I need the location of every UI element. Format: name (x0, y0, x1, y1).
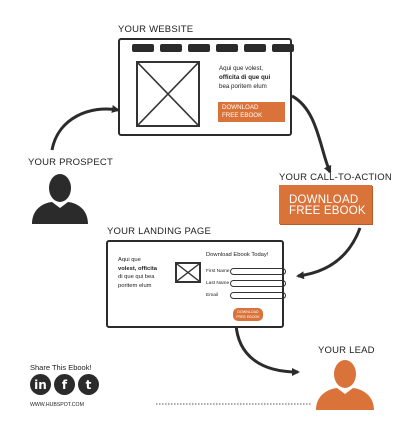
last-name-row: Last Name (206, 280, 286, 287)
landing-form-title: Download Ebook Today! (206, 252, 269, 258)
website-button-line: DOWNLOAD (222, 104, 259, 111)
website-text-line: bea poritem elum (219, 83, 267, 90)
arrow-website-to-cta (291, 94, 332, 174)
website-image-placeholder (136, 61, 200, 127)
email-label: Email (206, 293, 218, 298)
lead-person-icon (316, 360, 374, 410)
lead-title: YOUR LEAD (318, 345, 375, 356)
cta-download-button[interactable]: DOWNLOAD FREE EBOOK (279, 185, 372, 224)
landing-text-line: volest, officita (118, 265, 157, 272)
landing-text-line: Aqui que (118, 257, 141, 263)
website-body-text: Aqui que volest, officita di que qui bea… (219, 64, 270, 91)
website-text-line: officita di que qui (219, 74, 271, 81)
cta-line: FREE EBOOK (289, 205, 366, 217)
landing-download-button[interactable]: DOWNLOAD FREE EBOOK (233, 308, 263, 321)
last-name-label: Last Name (206, 281, 230, 286)
website-mockup: Aqui que volest, officita di que qui bea… (118, 38, 294, 136)
prospect-title: YOUR PROSPECT (28, 157, 113, 168)
landing-text-line: di que qui bea (118, 274, 155, 280)
email-input[interactable] (230, 292, 286, 299)
landing-button-line: FREE EBOOK (236, 314, 260, 319)
last-name-input[interactable] (230, 280, 286, 287)
landing-button-line: DOWNLOAD (237, 310, 259, 314)
email-row: Email (206, 292, 286, 299)
twitter-icon[interactable]: t (78, 374, 99, 395)
landing-page-title: YOUR LANDING PAGE (107, 226, 212, 237)
hubspot-url[interactable]: WWW.HUBSPOT.COM (30, 402, 84, 408)
prospect-person-icon (32, 174, 88, 224)
facebook-icon[interactable]: f (54, 374, 75, 395)
cta-line: DOWNLOAD (289, 194, 359, 206)
website-download-button[interactable]: DOWNLOAD FREE EBOOK (218, 102, 285, 122)
social-icons: in f t (30, 374, 99, 395)
landing-image-placeholder (175, 262, 201, 283)
first-name-row: First Name (206, 268, 286, 275)
landing-text-line: poritem elum (118, 282, 152, 289)
website-title: YOUR WEBSITE (118, 24, 194, 35)
landing-form: First Name Last Name Email (206, 268, 286, 299)
landing-body-text: Aqui que volest, officita di que qui bea… (118, 256, 157, 290)
website-button-line: FREE EBOOK (222, 112, 263, 119)
arrow-prospect-to-website (50, 105, 120, 151)
linkedin-icon[interactable]: in (30, 374, 51, 395)
website-text-line: Aqui que volest, (219, 65, 264, 72)
arrow-cta-to-landing (296, 227, 362, 280)
arrow-landing-to-lead (234, 323, 300, 376)
first-name-input[interactable] (230, 268, 286, 275)
landing-page-mockup: Aqui que volest, officita di que qui bea… (106, 240, 286, 328)
first-name-label: First Name (206, 269, 230, 274)
cta-title: YOUR CALL-TO-ACTION (279, 172, 392, 183)
website-nav-bar (132, 44, 294, 52)
share-title: Share This Ebook! (30, 363, 92, 372)
